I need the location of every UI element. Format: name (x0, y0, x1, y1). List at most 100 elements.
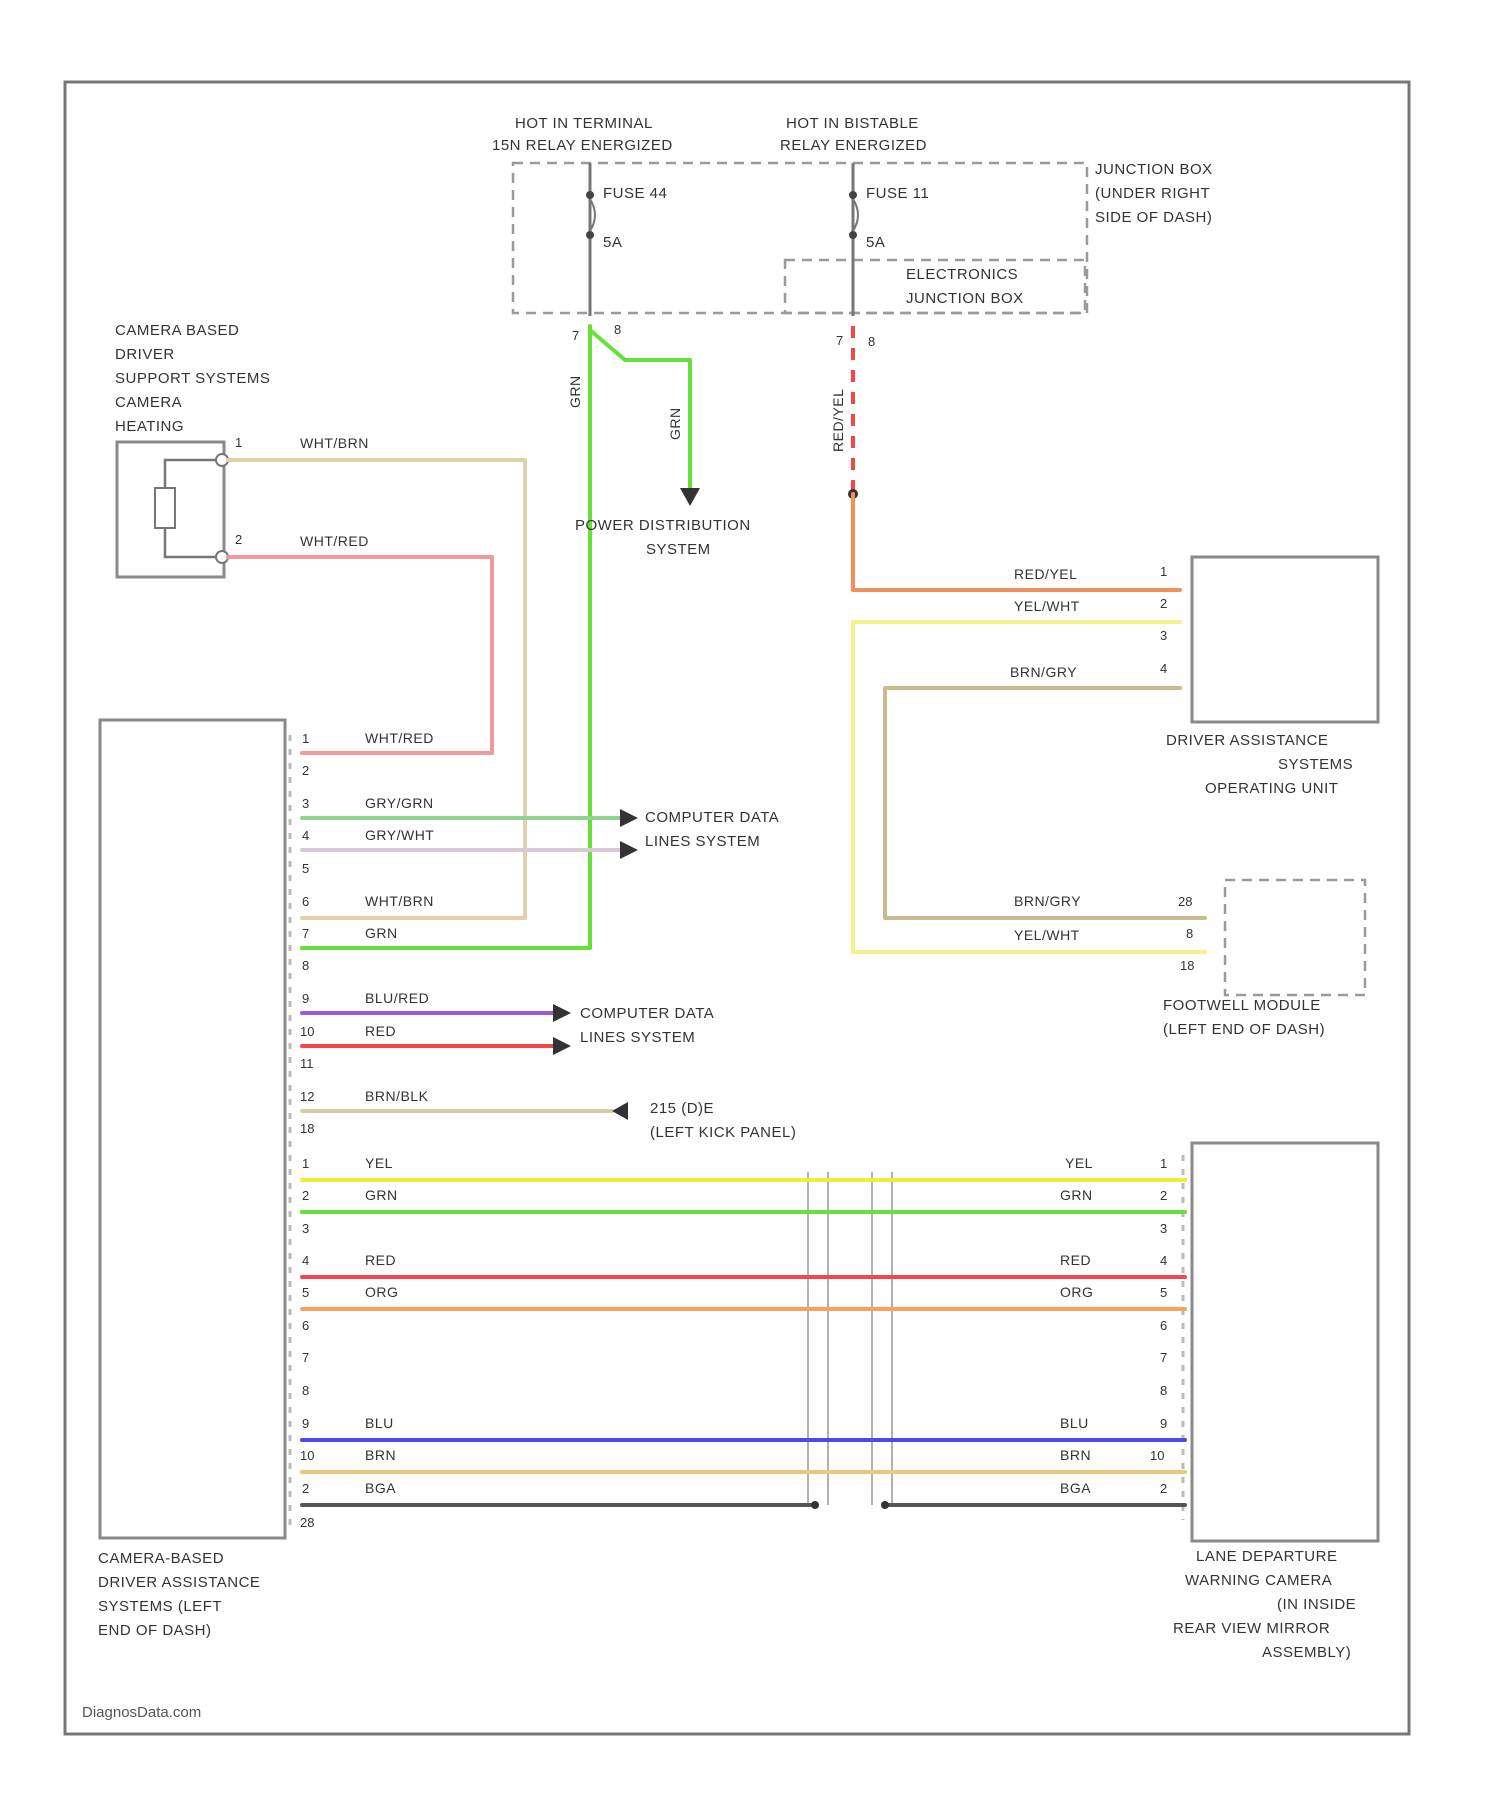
grn-label-vertical-2: GRN (667, 407, 683, 440)
grn-label-vertical-1: GRN (567, 375, 583, 408)
camera-pin-2b: 2 (1160, 1481, 1167, 1496)
module-pin-4: 4 (302, 828, 309, 843)
fuse-a-node-top (586, 191, 594, 199)
can2-label-2: LINES SYSTEM (580, 1029, 695, 1046)
power-dist-arrow (680, 488, 700, 506)
can1-label-2: LINES SYSTEM (645, 833, 760, 850)
footwell-pin-28: 28 (1178, 894, 1192, 909)
camera-wire-left-yel: YEL (365, 1155, 393, 1171)
heater-title-1: CAMERA BASED (115, 322, 239, 339)
wire-brn-gry-unit (885, 688, 1205, 918)
module-pin-11: 11 (300, 1056, 314, 1071)
diagram-frame (65, 82, 1409, 1734)
camera-pin-3: 3 (1160, 1221, 1167, 1236)
module-b-pin-9: 9 (302, 1416, 309, 1431)
footwell-title-1: FOOTWELL MODULE (1163, 997, 1321, 1014)
heater-pin2: 2 (235, 532, 242, 547)
fuse-a-rating: 5A (603, 234, 622, 251)
heater-title-3: SUPPORT SYSTEMS (115, 370, 270, 387)
module-pin-6: 6 (302, 894, 309, 909)
module-pin-12: 12 (300, 1089, 314, 1104)
camera-title-1: LANE DEPARTURE (1196, 1548, 1337, 1565)
camera-wire-left-brn: BRN (365, 1447, 396, 1463)
fuse-b-label: FUSE 11 (866, 185, 929, 202)
can2-arrow-a (553, 1004, 571, 1022)
camera-pin-10: 10 (1150, 1448, 1164, 1463)
module-pin-7: 7 (302, 926, 309, 941)
camera-pin-6: 6 (1160, 1318, 1167, 1333)
can1-arrow-a (620, 809, 638, 827)
camera-wire-right-grn: GRN (1060, 1187, 1093, 1203)
camera-title-5: ASSEMBLY) (1262, 1644, 1351, 1661)
bga-splice-right (881, 1501, 889, 1509)
ground-label-1: 215 (D)E (650, 1100, 714, 1117)
camera-wire-left-blu: BLU (365, 1415, 394, 1431)
can2-label-1: COMPUTER DATA (580, 1005, 714, 1022)
module-wire-p9: BLU/RED (365, 990, 429, 1006)
watermark: DiagnosData.com (82, 1704, 201, 1721)
operating-unit-pin-4: 4 (1160, 661, 1167, 676)
footwell-pin-8: 8 (1186, 926, 1193, 941)
camera-pin-4: 4 (1160, 1253, 1167, 1268)
camera-pin-7: 7 (1160, 1350, 1167, 1365)
can1-arrow-b (620, 841, 638, 859)
heater-title-2: DRIVER (115, 346, 175, 363)
camera-wire-left-org: ORG (365, 1284, 398, 1300)
heater-title-5: HEATING (115, 418, 184, 435)
electronics-box-label2: JUNCTION BOX (906, 290, 1024, 307)
fuse-b-node-top (849, 191, 857, 199)
module-pin-5: 5 (302, 861, 309, 876)
module-pin-2: 2 (302, 763, 309, 778)
junction-box-label1: JUNCTION BOX (1095, 161, 1213, 178)
module-wire-p4: GRY/WHT (365, 827, 434, 843)
module-b-pin-2: 2 (302, 1188, 309, 1203)
heater-wire2-label: WHT/RED (300, 533, 369, 549)
power-dist-label1: POWER DISTRIBUTION (575, 517, 751, 534)
fuse-a-pin-7: 7 (572, 328, 579, 343)
camera-title-2: WARNING CAMERA (1185, 1572, 1332, 1589)
wire-grn-to-module (302, 326, 590, 948)
camera-pin-8: 8 (1160, 1383, 1167, 1398)
module-title-2: DRIVER ASSISTANCE (98, 1574, 260, 1591)
module-b-pin-28: 28 (300, 1515, 314, 1530)
hot-left-line1: HOT IN TERMINAL (515, 115, 653, 132)
module-pin-10: 10 (300, 1024, 314, 1039)
module-title-4: END OF DASH) (98, 1622, 212, 1639)
camera-wire-left-bga: BGA (365, 1480, 396, 1496)
electronics-box-label1: ELECTRONICS (906, 266, 1018, 283)
footwell-title-2: (LEFT END OF DASH) (1163, 1021, 1325, 1038)
module-b-pin-7: 7 (302, 1350, 309, 1365)
ground-arrow (612, 1102, 628, 1120)
power-dist-label2: SYSTEM (646, 541, 711, 558)
camera-title-3: (IN INSIDE (1277, 1596, 1356, 1613)
module-wire-p3: GRY/GRN (365, 795, 434, 811)
module-b-pin-10: 10 (300, 1448, 314, 1463)
operating-unit-wire-1: RED/YEL (1014, 566, 1077, 582)
hot-right-line1: HOT IN BISTABLE (786, 115, 919, 132)
module-b-pin-6: 6 (302, 1318, 309, 1333)
footwell-wire-1: BRN/GRY (1014, 893, 1081, 909)
footwell-wire-2: YEL/WHT (1014, 927, 1080, 943)
fuse-b-rating: 5A (866, 234, 885, 251)
module-title-3: SYSTEMS (LEFT (98, 1598, 222, 1615)
camera-pin-2: 2 (1160, 1188, 1167, 1203)
module-b-pin-5: 5 (302, 1285, 309, 1300)
fuse-a-pin-8: 8 (614, 322, 621, 337)
heater-pin1: 1 (235, 435, 242, 450)
module-b-pin-3: 3 (302, 1221, 309, 1236)
module-title-1: CAMERA-BASED (98, 1550, 224, 1567)
camera-pin-9: 9 (1160, 1416, 1167, 1431)
operating-unit-box (1192, 557, 1378, 722)
fuse-a-label: FUSE 44 (603, 185, 667, 202)
operating-unit-wire-2: YEL/WHT (1014, 598, 1080, 614)
module-wire-p1: WHT/RED (365, 730, 434, 746)
ground-label-2: (LEFT KICK PANEL) (650, 1124, 796, 1141)
camera-wire-right-blu: BLU (1060, 1415, 1089, 1431)
module-wire-p10: RED (365, 1023, 396, 1039)
module-pin-9: 9 (302, 991, 309, 1006)
module-b-pin-1: 1 (302, 1156, 309, 1171)
hot-right-line2: RELAY ENERGIZED (780, 137, 927, 154)
camera-pin-1: 1 (1160, 1156, 1167, 1171)
can1-label-1: COMPUTER DATA (645, 809, 779, 826)
